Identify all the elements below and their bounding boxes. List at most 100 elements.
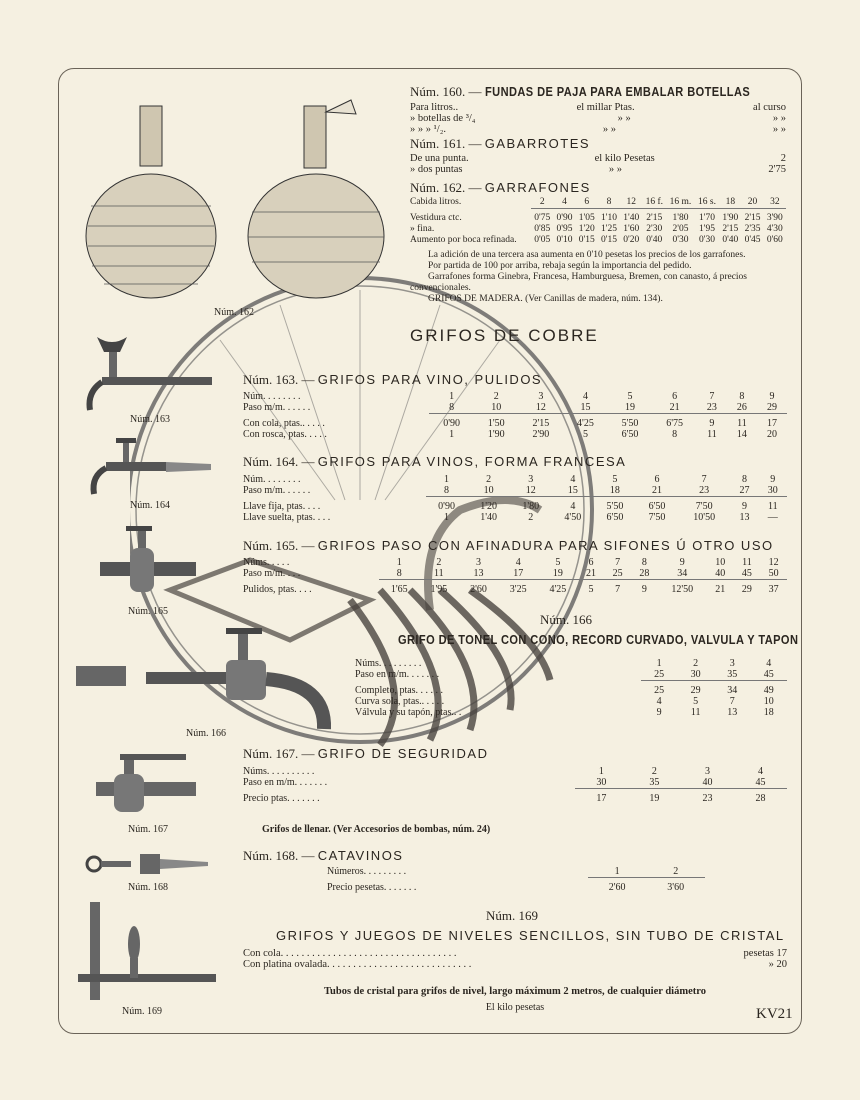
table-cell: 0'75 [534,213,551,223]
table-cell: 2 [531,197,554,209]
table-cell: 27 [730,485,759,497]
section-164-heading: Núm. 164. — GRIFOS PARA VINOS, FORMA FRA… [243,454,626,470]
note-line: Garrafones forma Ginebra, Francesa, Hamb… [410,272,748,293]
price-line-part: » » [617,113,631,124]
table-cell: 19 [538,568,578,580]
table-cell: 12 [620,197,643,209]
row-label: Núms. . . . . . . . . . [243,766,315,777]
table-cell: 4 [570,474,576,485]
table-cell: 4 [582,391,588,402]
level-tap-169-image [78,902,216,1000]
table-cell: 6 [588,557,594,568]
table-cell: — [767,512,778,523]
table-cell: 10 [715,557,726,568]
table-cell: 29 [756,402,787,414]
table-cell: 1 [587,866,647,878]
row-label: Núms. . . . . [243,557,290,568]
row-label: Núms. . . . . . . . . [355,658,422,669]
table-cell: 0'85 [534,224,551,234]
table-cell: 1 [444,474,450,485]
table-cell: 34 [657,568,707,580]
table-cell: 1'60 [623,224,640,234]
caption-167: Núm. 167 [128,824,168,835]
table-cell: 3'90 [766,213,783,223]
price-line: » botellas de ³/₄» »» » [410,113,786,124]
section-165-heading: Núm. 165. — GRIFOS PASO CON AFINADURA PA… [243,538,774,554]
price-line-part: Con cola. . . . . . . . . . . . . . . . … [243,948,457,959]
table-cell: 4'30 [766,224,783,234]
table-cell: 1'20 [480,501,498,512]
table-cell: 30 [574,777,628,789]
table-cell: 11 [742,557,752,568]
row-label: Llave fija, ptas. . . . [243,500,321,512]
table-cell: 9 [769,391,775,402]
table-cell: 9 [656,707,662,718]
table-cell: 18 [719,197,742,209]
table-cell: 23 [696,402,727,414]
table-cell: 5 [612,474,618,485]
price-line-part: » » » ¹/₂. [410,124,446,135]
table-cell: 17 [596,793,607,804]
section-number: Núm. 165. — [243,538,315,553]
table-cell: 6 [654,474,660,485]
table-cell: 28 [755,793,766,804]
table-cell: 6 [672,391,678,402]
safety-tap-167-image [96,754,196,812]
table-cell: 4'25 [549,584,567,595]
table-cell: 13 [458,568,499,580]
table-cell: 0'90 [443,418,461,429]
barrel-tap-166-image [76,628,332,730]
table-cell: 1'95 [698,224,715,234]
table-cell: 4 [757,766,763,777]
table-cell: 3 [476,557,482,568]
row-label: Paso m/m. . . . [243,568,301,580]
table-cell: 25 [654,685,665,696]
price-line-part: » » [608,164,622,175]
table-cell: 0'40 [722,235,739,245]
table-cell: 2'35 [744,224,761,234]
table-cell: 15 [563,402,608,414]
table-cell: 45 [733,568,761,580]
table-cell: 45 [733,777,787,789]
table-cell: 26 [726,402,757,414]
table-cell: 18 [593,485,636,497]
table-cell: 9 [741,501,747,512]
table-cell: 1'95 [430,584,448,595]
table-cell: 1'10 [601,213,617,223]
table-cell: 10'50 [693,512,716,523]
table-cell: 4'50 [564,512,582,523]
table-cell: 2 [646,866,705,878]
siphon-tap-165-image [100,526,196,592]
table-cell: 0'10 [556,235,573,245]
table-cell: 32 [763,197,786,209]
table-cell: 13 [727,707,738,718]
table-cell: 1'25 [601,224,617,234]
section-160-heading: Núm. 160. — FUNDAS DE PAJA PARA EMBALAR … [410,84,797,100]
price-line-part: De una punta. [410,153,469,164]
table-cell: 2 [528,512,534,523]
section-166-number: Núm. 166 [540,612,592,627]
table-cell: 17 [766,418,777,429]
table-cell: 11 [767,501,778,512]
section-163-heading: Núm. 163. — GRIFOS PARA VINO, PULIDOS [243,372,542,388]
row-label: Con rosca, ptas. . . . . [243,429,327,440]
table-cell: 8 [597,197,621,209]
table-cell: 11 [737,418,747,429]
section-title: GRIFO DE TONEL CON CONO, RECORD CURVADO,… [398,632,799,647]
table-cell: 30 [758,485,787,497]
table-cell: 28 [631,568,658,580]
table-cell: 2 [693,658,699,669]
table-cell: 16 m. [666,197,695,209]
page-border [58,68,802,1034]
table-cell: 7 [615,584,621,595]
table-cell: 23 [702,793,713,804]
table-cell: 12 [768,557,779,568]
